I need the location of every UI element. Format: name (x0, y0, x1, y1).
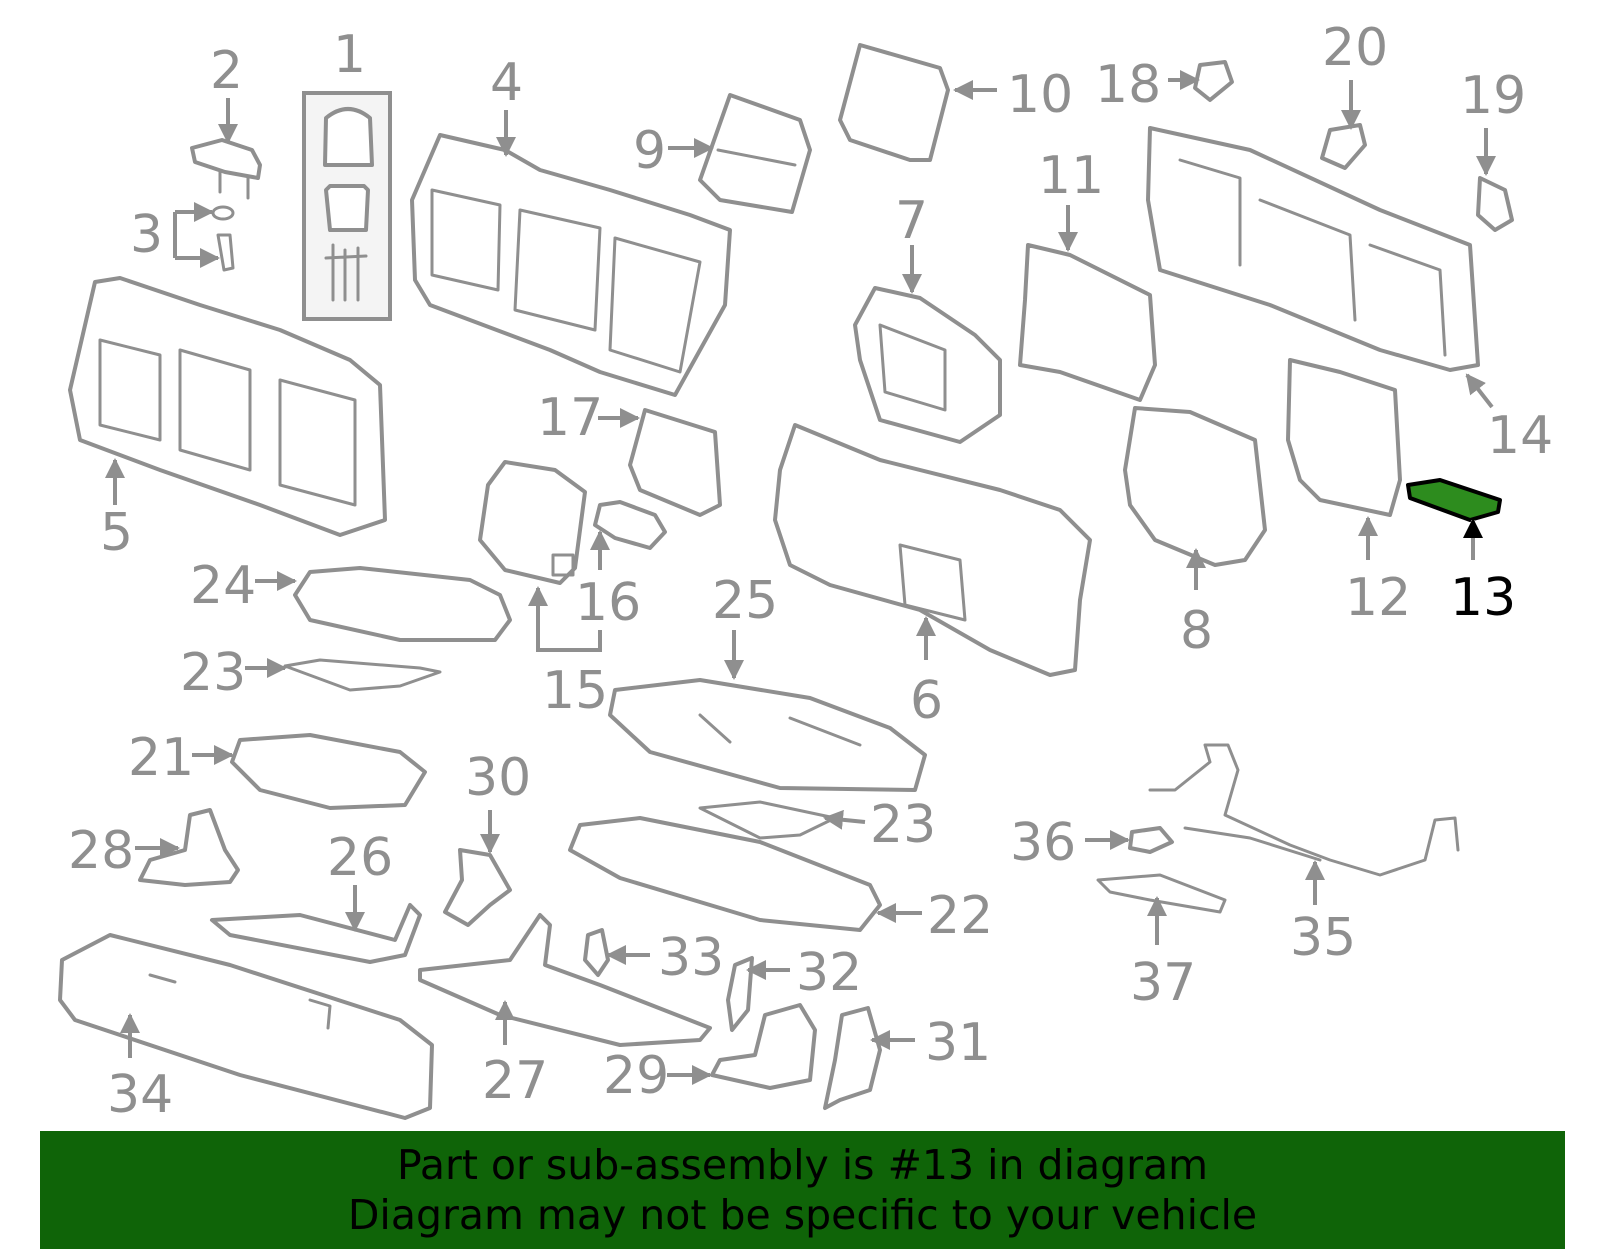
part-21-seat-pan[interactable] (230, 733, 427, 810)
part-37-bracket[interactable] (1096, 873, 1227, 914)
callout-25: 25 (712, 571, 778, 631)
callout-8: 8 (1180, 601, 1213, 661)
callout-27: 27 (482, 1051, 548, 1111)
part-16-cup-holder[interactable] (593, 500, 667, 550)
callout-14: 14 (1487, 406, 1553, 466)
part-19-hinge[interactable] (1476, 176, 1514, 232)
part-23-pad[interactable] (283, 658, 442, 692)
callout-33: 33 (658, 928, 724, 988)
callout-28: 28 (68, 821, 134, 881)
part-12-panel[interactable] (1286, 358, 1402, 517)
part-29-bracket[interactable] (710, 1003, 817, 1090)
callout-34: 34 (107, 1065, 173, 1125)
banner-line-1: Part or sub-assembly is #13 in diagram (396, 1141, 1209, 1189)
part-26-tray[interactable] (210, 903, 422, 964)
part-8-panel[interactable] (1123, 406, 1267, 567)
callout-20: 20 (1322, 18, 1388, 78)
part-25-seat-cushion[interactable] (608, 678, 927, 792)
callout-5: 5 (100, 503, 133, 563)
callout-23b: 23 (870, 795, 936, 855)
part-18-hinge[interactable] (1193, 60, 1234, 102)
callout-3: 3 (130, 205, 163, 265)
part-23b-pad[interactable] (698, 800, 837, 840)
callout-35: 35 (1290, 908, 1356, 968)
callout-29: 29 (603, 1046, 669, 1106)
part-13-highlighted-pad[interactable] (1406, 478, 1502, 522)
callout-12: 12 (1345, 568, 1411, 628)
callout-10: 10 (1007, 65, 1073, 125)
part-31-trim[interactable] (823, 1006, 882, 1110)
part-14-rear-panel[interactable] (1146, 126, 1480, 372)
part-7-bracket[interactable] (853, 286, 1002, 444)
part-22-seat-pan[interactable] (568, 816, 882, 932)
callout-11: 11 (1038, 146, 1104, 206)
callout-16: 16 (575, 573, 641, 633)
part-24-seat-cushion[interactable] (293, 566, 512, 642)
part-36-connector[interactable] (1128, 826, 1174, 854)
callout-36: 36 (1010, 813, 1076, 873)
callout-24: 24 (190, 556, 256, 616)
part-33-clip[interactable] (583, 928, 610, 977)
part-11-panel[interactable] (1018, 243, 1157, 402)
part-4-seat-back-frame[interactable] (410, 133, 732, 397)
part-27-seat-frame[interactable] (418, 913, 712, 1047)
part-1-headrest-guide-kit[interactable] (302, 91, 392, 321)
callout-21: 21 (128, 728, 194, 788)
callout-31: 31 (925, 1013, 991, 1073)
callout-6: 6 (910, 671, 943, 731)
part-35-wiring-harness[interactable] (1148, 743, 1460, 877)
part-5-seat-back-frame[interactable] (68, 276, 387, 537)
part-6-seat-back-panel[interactable] (773, 423, 1092, 677)
part-10-bracket[interactable] (838, 43, 950, 162)
part-15-seat-back-cushion[interactable] (478, 460, 587, 585)
part-17-panel[interactable] (628, 408, 722, 517)
callout-1: 1 (333, 25, 366, 85)
callout-labels: 1 2 3 4 5 6 7 8 9 10 11 12 13 14 15 16 1… (68, 18, 1553, 1125)
part-9-panel[interactable] (698, 93, 812, 214)
part-30-bracket[interactable] (443, 848, 512, 927)
callout-19: 19 (1460, 66, 1526, 126)
info-banner: Part or sub-assembly is #13 in diagram D… (40, 1131, 1565, 1249)
banner-line-2: Diagram may not be specific to your vehi… (347, 1191, 1258, 1239)
callout-30: 30 (465, 748, 531, 808)
callout-32: 32 (796, 943, 862, 1003)
callout-13-highlighted: 13 (1450, 568, 1516, 628)
callout-15: 15 (542, 661, 608, 721)
part-3-fastener[interactable] (211, 205, 235, 272)
callout-18: 18 (1095, 55, 1161, 115)
callout-22: 22 (927, 886, 993, 946)
callout-37: 37 (1130, 953, 1196, 1013)
part-2-headrest[interactable] (190, 138, 262, 200)
part-34-seat-base[interactable] (58, 933, 434, 1120)
part-20-hinge[interactable] (1320, 123, 1367, 170)
callout-23: 23 (180, 643, 246, 703)
callout-9: 9 (633, 121, 666, 181)
callout-7: 7 (895, 191, 928, 251)
callout-4: 4 (490, 53, 523, 113)
callout-26: 26 (327, 828, 393, 888)
callout-2: 2 (210, 41, 243, 101)
leader-lines (105, 70, 1496, 1085)
callout-17: 17 (537, 388, 603, 448)
